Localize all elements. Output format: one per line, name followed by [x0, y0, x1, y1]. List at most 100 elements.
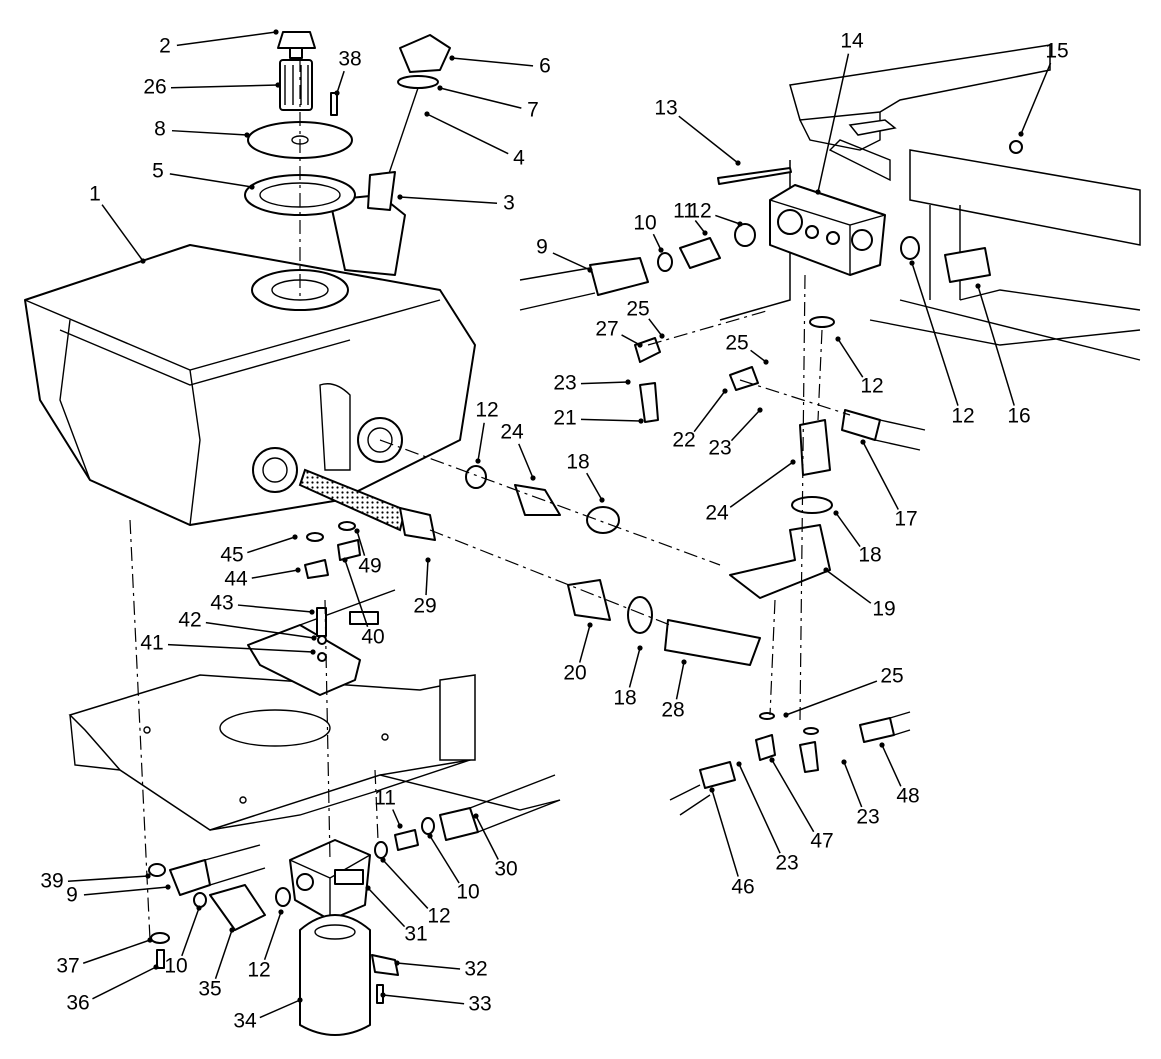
leader-line: [911, 262, 959, 406]
leader-dot: [879, 742, 885, 748]
callout-number: 4: [513, 147, 525, 170]
leader-line: [862, 441, 899, 510]
leader-line: [451, 57, 534, 67]
leader-dot: [153, 964, 159, 970]
leader-dot: [147, 937, 153, 943]
callout-number: 25: [880, 665, 903, 688]
leader-dot: [334, 90, 340, 96]
callout-23: 23: [736, 761, 799, 875]
leader-dot: [394, 960, 400, 966]
callout-number: 33: [468, 993, 491, 1016]
callout-37: 37: [56, 937, 153, 978]
leader-dot: [815, 189, 821, 195]
leader-dot: [709, 787, 715, 793]
suction-line: [298, 465, 761, 666]
callout-18: 18: [613, 645, 643, 710]
callout-number: 10: [164, 955, 187, 978]
callout-number: 40: [361, 626, 384, 649]
leader-line: [586, 472, 603, 501]
leader-dot: [310, 649, 316, 655]
callout-47: 47: [769, 757, 834, 853]
leader-dot: [587, 267, 593, 273]
leader-line: [580, 381, 629, 385]
leader-dot: [249, 184, 255, 190]
callout-35: 35: [198, 927, 235, 1001]
leader-line: [715, 214, 741, 225]
leader-line: [835, 512, 861, 548]
callout-number: 32: [464, 958, 487, 981]
callout-2: 2: [159, 29, 279, 58]
leader-dot: [354, 528, 360, 534]
callout-30: 30: [473, 813, 518, 881]
callout-number: 49: [358, 555, 381, 578]
callout-17: 17: [860, 439, 918, 531]
filter-assembly: [148, 774, 561, 1036]
callout-number: 39: [40, 870, 63, 893]
callout-number: 45: [220, 544, 243, 567]
leader-line: [247, 536, 296, 554]
callout-23: 23: [553, 372, 631, 395]
leader-line: [750, 349, 767, 363]
callout-38: 38: [334, 48, 362, 96]
leader-dot: [530, 475, 536, 481]
callout-9: 9: [66, 884, 171, 907]
callout-number: 21: [553, 407, 576, 430]
leader-dot: [397, 194, 403, 200]
leader-line: [396, 962, 461, 970]
callout-number: 12: [688, 200, 711, 223]
callout-25: 25: [783, 665, 904, 718]
callout-48: 48: [879, 742, 920, 808]
leader-line: [382, 994, 465, 1005]
leader-line: [678, 115, 739, 164]
leader-dot: [297, 997, 303, 1003]
callout-number: 3: [503, 192, 515, 215]
callout-number: 29: [413, 595, 436, 618]
callout-44: 44: [224, 567, 301, 591]
callout-number: 23: [553, 372, 576, 395]
leader-dot: [309, 609, 315, 615]
leader-dot: [449, 55, 455, 61]
callout-18: 18: [833, 510, 882, 567]
leader-dot: [833, 510, 839, 516]
leader-line: [475, 815, 499, 860]
callout-number: 12: [475, 399, 498, 422]
callout-number: 43: [210, 592, 233, 615]
leader-line: [214, 929, 233, 979]
leader-line: [580, 418, 642, 422]
callout-number: 23: [856, 806, 879, 829]
leader-dot: [229, 927, 235, 933]
callout-number: 18: [858, 544, 881, 567]
lower-right-fittings: [669, 711, 911, 816]
callout-46: 46: [709, 787, 755, 899]
leader-dot: [1018, 131, 1024, 137]
callout-number: 15: [1045, 40, 1068, 63]
leader-dot: [860, 439, 866, 445]
callout-number: 47: [810, 830, 833, 853]
callout-29: 29: [413, 557, 437, 618]
leader-line: [429, 835, 460, 884]
callout-number: 7: [527, 99, 539, 122]
callout-number: 38: [338, 48, 361, 71]
valve-block-assembly: [519, 140, 1023, 599]
callout-40: 40: [342, 557, 385, 649]
leader-dot: [625, 379, 631, 385]
callout-18: 18: [566, 451, 605, 503]
callout-42: 42: [178, 609, 317, 641]
leader-dot: [637, 645, 643, 651]
leader-line: [771, 759, 815, 833]
callout-number: 23: [775, 852, 798, 875]
callout-20: 20: [563, 622, 593, 685]
callout-number: 24: [500, 421, 524, 444]
leader-line: [101, 204, 144, 262]
callout-number: 31: [404, 923, 427, 946]
leader-line: [425, 559, 429, 596]
callout-22: 22: [672, 388, 728, 452]
callout-25: 25: [626, 298, 665, 339]
callout-number: 14: [840, 30, 864, 53]
callout-number: 25: [725, 332, 748, 355]
leader-line: [738, 763, 781, 854]
leader-dot: [587, 622, 593, 628]
callout-27: 27: [595, 318, 643, 348]
